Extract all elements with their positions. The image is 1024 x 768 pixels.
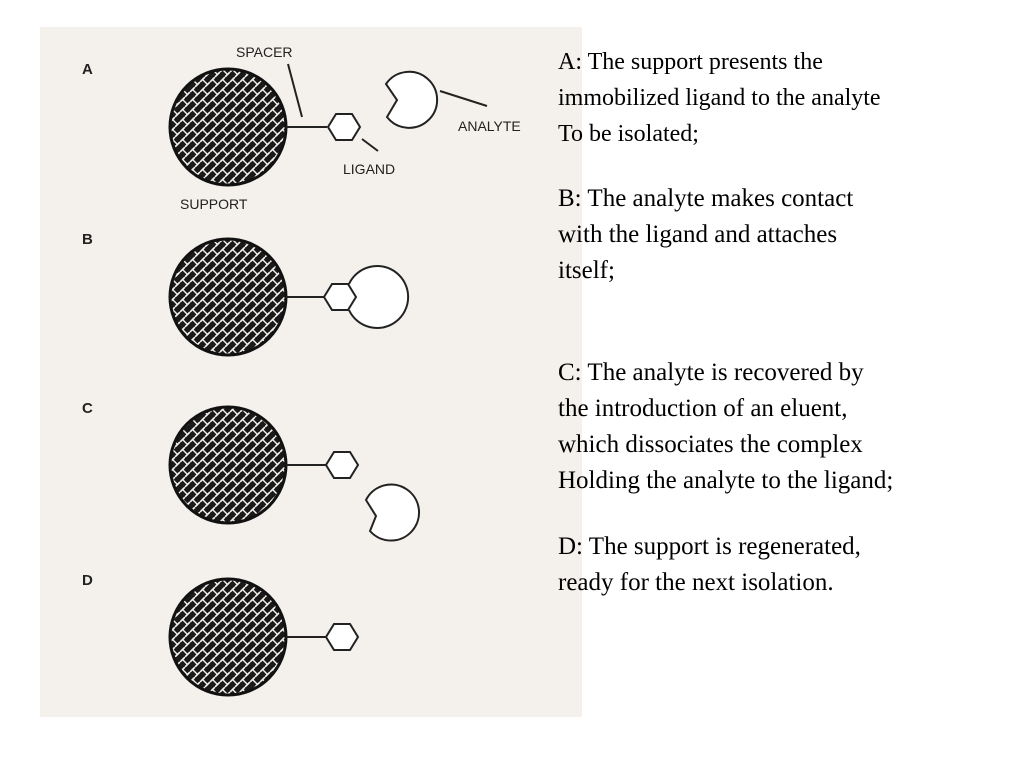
- support-label: SUPPORT: [180, 196, 248, 212]
- description-b-line: B: The analyte makes contact: [558, 185, 854, 212]
- analyte-shape-c: [364, 483, 421, 542]
- description-b-line: itself;: [558, 257, 615, 284]
- description-d-line: D: The support is regenerated,: [558, 533, 861, 560]
- description-c: C: The analyte is recovered by the intro…: [558, 355, 1024, 499]
- ligand-pointer: [361, 138, 379, 152]
- spacer-label: SPACER: [236, 44, 293, 60]
- description-a: A: The support presents the immobilized …: [558, 44, 1024, 152]
- description-a-line: immobilized ligand to the analyte: [558, 85, 881, 111]
- description-c-line: the introduction of an eluent,: [558, 395, 848, 422]
- description-c-line: which dissociates the complex: [558, 431, 863, 458]
- support-bead-c: [168, 405, 288, 525]
- description-a-line: A: The support presents the: [558, 49, 823, 75]
- description-d: D: The support is regenerated, ready for…: [558, 529, 1024, 601]
- analyte-shape-a: [384, 70, 439, 129]
- panel-label-d: D: [82, 572, 93, 589]
- ligand-label: LIGAND: [343, 161, 395, 177]
- description-d-line: ready for the next isolation.: [558, 569, 834, 596]
- support-bead-a: [168, 67, 288, 187]
- description-b: B: The analyte makes contact with the li…: [558, 181, 1024, 289]
- analyte-pointer: [439, 90, 488, 107]
- analyte-shape-b: [348, 265, 410, 329]
- ligand-hexagon-c: [325, 451, 359, 479]
- spacer-pointer: [287, 63, 303, 118]
- support-bead-d: [168, 577, 288, 697]
- affinity-diagram-scan: A SPACER ANALYTE LIGAND SUPPORT B C D: [40, 27, 582, 717]
- step-descriptions: A: The support presents the immobilized …: [558, 44, 1024, 601]
- analyte-label: ANALYTE: [458, 118, 521, 134]
- description-c-line: Holding the analyte to the ligand;: [558, 467, 894, 494]
- support-bead-b: [168, 237, 288, 357]
- description-c-line: C: The analyte is recovered by: [558, 359, 864, 386]
- panel-label-c: C: [82, 400, 93, 417]
- description-a-line: To be isolated;: [558, 121, 699, 147]
- ligand-hexagon-d: [325, 623, 359, 651]
- affinity-chromatography-diagram: A SPACER ANALYTE LIGAND SUPPORT B C D: [82, 44, 521, 697]
- description-b-line: with the ligand and attaches: [558, 221, 838, 248]
- ligand-hexagon-b: [323, 283, 357, 311]
- panel-label-b: B: [82, 231, 93, 248]
- ligand-hexagon-a: [327, 113, 361, 141]
- panel-label-a: A: [82, 61, 93, 78]
